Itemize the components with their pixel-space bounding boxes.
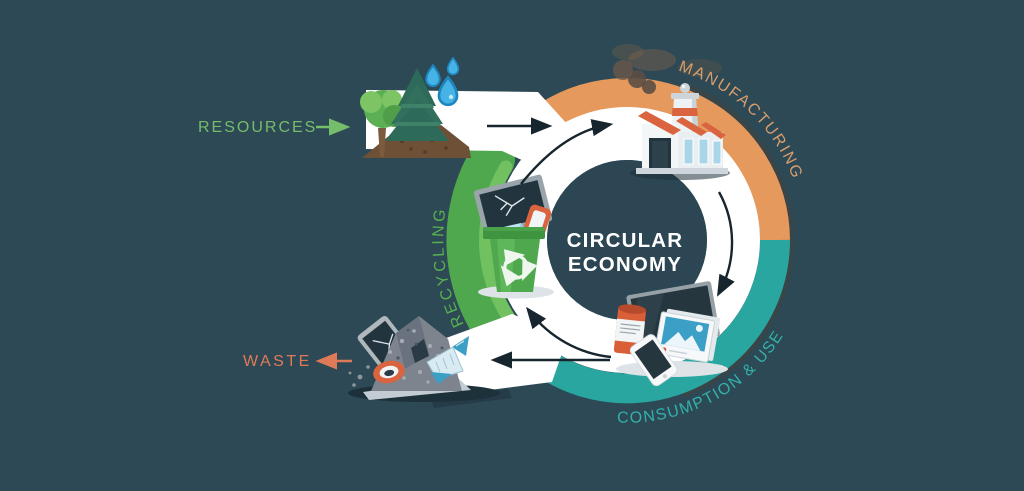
pine-tree-icon — [385, 68, 449, 158]
recycle-symbol-icon — [500, 249, 538, 287]
smoke-icon — [612, 44, 722, 94]
chimney-light — [680, 83, 690, 93]
cycle-flow-arrows — [487, 117, 735, 369]
debris-dots — [348, 365, 370, 387]
electronic-devices-icon — [613, 281, 728, 387]
water-drops-icon — [425, 56, 460, 107]
resources-label: RESOURCES — [198, 119, 317, 136]
center-circle — [547, 160, 707, 320]
waste-pile-icon — [348, 316, 500, 402]
factory-icon — [612, 44, 730, 180]
flow-arrow-to-consumption — [716, 191, 735, 297]
recycle-bin-icon — [473, 174, 554, 299]
ring-outer-shadow-edge — [682, 82, 794, 398]
flow-arrow-to-recycling — [526, 306, 612, 359]
center-title-line2: ECONOMY — [568, 253, 682, 276]
smartphone-icon — [629, 334, 678, 387]
recycling-arc — [446, 136, 527, 362]
factory-windows — [683, 138, 722, 165]
center-title-line1: CIRCULAR — [567, 229, 684, 252]
crushed-can-icon — [373, 360, 405, 384]
trees-and-nature-icon — [360, 56, 471, 158]
flow-arrow-to-manufacturing — [520, 119, 614, 185]
waste-label: WASTE — [243, 353, 312, 370]
fish-skeleton-icon — [426, 336, 469, 384]
bin-body — [490, 239, 540, 292]
